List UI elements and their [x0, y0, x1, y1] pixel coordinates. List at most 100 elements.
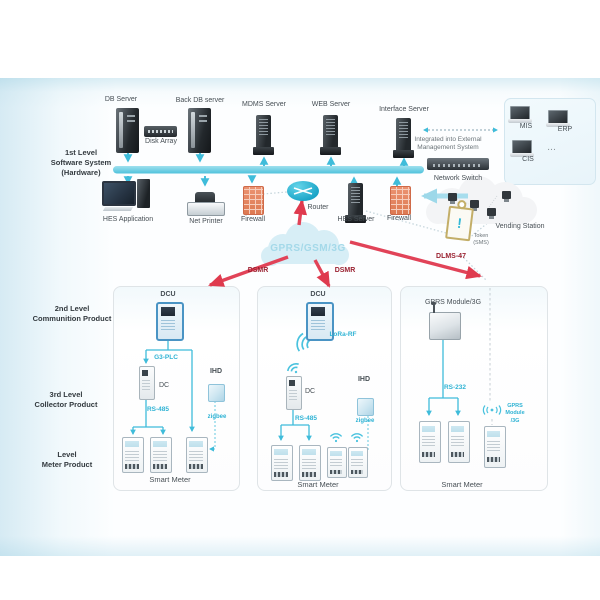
firewall-left-label: Firewall: [240, 216, 266, 223]
vending-station-label: Vending Station: [495, 223, 545, 230]
box2-wiring: [278, 408, 312, 442]
disk-array-label: Disk Array: [145, 138, 177, 145]
integration-note: Integrated into External Management Syst…: [414, 136, 482, 152]
vending-terminal-icon: [487, 208, 496, 219]
mis-laptop-icon: [508, 106, 532, 123]
box1-bus-label: RS-485: [146, 406, 170, 413]
wifi-icon-meter-1: [329, 433, 343, 443]
smart-meter-icon: [150, 437, 172, 473]
more-systems-dots: ...: [547, 145, 557, 152]
vending-links: [456, 195, 498, 208]
smart-meter-icon: [448, 421, 470, 463]
hes-application-icon: [102, 181, 136, 206]
disk-array-icon: [144, 126, 177, 137]
box1-caption: Smart Meter: [149, 475, 191, 484]
box3-gprs-label: GPRS Module /3G: [505, 403, 525, 424]
level-1-label: 1st Level Software System (Hardware): [50, 148, 112, 177]
db-server-label: DB Server: [104, 96, 138, 103]
box2-zigbee-label: zigbee: [355, 418, 375, 424]
smart-meter-icon: [484, 426, 506, 468]
dlms-label: DLMS-47: [436, 253, 466, 260]
cis-label: CIS: [522, 156, 534, 163]
red-arrow-dsmr-right: [313, 259, 331, 288]
box1-ihd-icon: [208, 384, 225, 402]
wifi-icon-meter-2: [350, 433, 364, 443]
token-exclamation: !: [456, 214, 463, 232]
bar-link-arrows: [123, 153, 409, 187]
gprs-cloud: [261, 222, 349, 266]
box2-caption: Smart Meter: [297, 480, 339, 489]
box1-ihd-label: IHD: [209, 368, 223, 375]
net-printer-label: Net Printer: [189, 218, 223, 225]
box2-ihd-label: IHD: [357, 376, 371, 383]
box2-dcu-icon: [306, 302, 334, 341]
firewall-right-icon: [390, 186, 411, 215]
box3-title: GPRS Module/3G: [424, 299, 482, 306]
box1-wiring: [130, 338, 195, 436]
dsmr-left-label: DSMR: [247, 267, 269, 274]
net-printer-icon: [187, 192, 225, 216]
router-icon: [287, 181, 319, 201]
box3-caption: Smart Meter: [441, 480, 483, 489]
router-label: Router: [307, 204, 329, 211]
db-server-icon: [116, 108, 139, 153]
smart-meter-icon: [419, 421, 441, 463]
network-switch-label: Network Switch: [433, 175, 483, 182]
box2-dcu-label: DCU: [310, 291, 326, 298]
red-arrow-dlms: [349, 240, 482, 280]
gprs-signal-icon: [482, 405, 502, 415]
web-server-icon: [320, 115, 341, 155]
level-3-label: 3rd Level Collector Product: [34, 390, 98, 409]
box1-link-label: G3-PLC: [154, 354, 178, 361]
hes-application-tower-icon: [137, 179, 150, 208]
red-arrows: [208, 198, 482, 288]
smart-meter-icon: [271, 445, 293, 481]
box2-link-label: LoRa-RF: [329, 331, 357, 338]
wifi-icon-dc: [287, 363, 299, 374]
back-db-server-icon: [188, 108, 211, 153]
hes-server-icon: [345, 183, 366, 223]
cis-laptop-icon: [510, 140, 534, 157]
box1-dc-label: DC: [158, 382, 170, 389]
web-server-label: WEB Server: [311, 101, 351, 108]
firewall-right-label: Firewall: [386, 215, 412, 222]
vending-terminal-icon: [502, 191, 511, 202]
backbone-bar: [113, 166, 424, 174]
smart-meter-icon: [348, 447, 368, 478]
box1-dc-icon: [139, 366, 155, 400]
interface-server-icon: [393, 118, 414, 158]
hes-application-label: HES Application: [102, 216, 154, 223]
level-2-label: 2nd Level Communition Product: [32, 304, 112, 323]
vending-terminal-icon: [470, 200, 479, 211]
box3-bus-label: RS-232: [443, 384, 467, 391]
box1-zigbee-link: [209, 401, 216, 452]
red-arrow-dsmr-left: [208, 255, 289, 287]
box1-dcu-icon: [156, 302, 184, 341]
mis-label: MIS: [519, 123, 533, 130]
box1-dcu-label: DCU: [160, 291, 176, 298]
firewall-left-icon: [243, 186, 264, 215]
token-label: Token (SMS): [473, 233, 489, 247]
network-switch-icon: [427, 158, 489, 170]
smart-meter-icon: [122, 437, 144, 473]
smart-meter-icon: [186, 437, 208, 473]
box3-gprs-module-icon: [429, 302, 461, 340]
level-4-label: Level Meter Product: [41, 450, 93, 469]
gprs-cloud-label: GPRS/GSM/3G: [270, 243, 346, 254]
interface-server-label: Interface Server: [379, 106, 429, 113]
hes-server-label: HES Server: [337, 216, 375, 223]
mdms-server-label: MDMS Server: [242, 101, 286, 108]
box2-dc-label: DC: [304, 388, 316, 395]
smart-meter-icon: [327, 447, 347, 478]
back-db-server-label: Back DB server: [175, 97, 225, 104]
erp-label: ERP: [557, 126, 573, 133]
box2-dc-icon: [286, 376, 302, 410]
smart-meter-icon: [299, 445, 321, 481]
vending-terminal-icon: [448, 193, 457, 204]
mdms-server-icon: [253, 115, 274, 155]
red-arrow-router: [293, 198, 308, 226]
dsmr-right-label: DSMR: [334, 267, 356, 274]
box2-ihd-icon: [357, 398, 374, 416]
